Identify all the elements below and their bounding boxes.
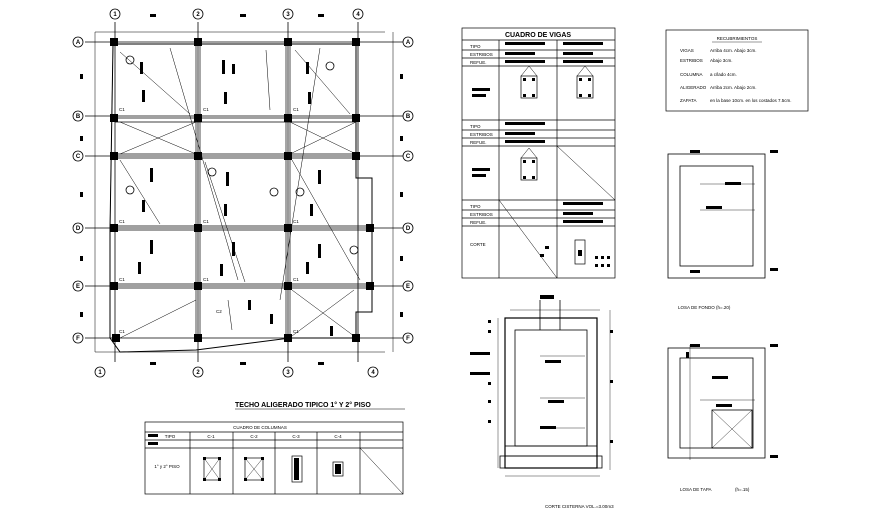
- beam-row-label: TIPO: [470, 124, 481, 129]
- axis-number-2-bottom: 2: [196, 370, 200, 376]
- slab-top-thickness: (h=.15): [735, 487, 750, 492]
- beam-row-label: ESTRIBOS: [470, 212, 493, 217]
- column-tag: C1: [203, 107, 209, 112]
- axis-letter-e-right: E: [406, 284, 410, 290]
- note-label: COLUMNA: [680, 72, 703, 77]
- axis-letter-d-right: D: [406, 226, 411, 232]
- notes-title: RECUBRIMIENTOS: [717, 36, 758, 41]
- axis-labels: 1 2 3 4 1 2 3 4 A B C D E F A B C D E F: [76, 12, 411, 376]
- axis-letter-c: C: [76, 154, 81, 160]
- note-label: ESTRIBOS: [680, 58, 703, 63]
- beam-row-label: CORTE: [470, 242, 486, 247]
- column-tag: C1: [293, 329, 299, 334]
- axis-number-1-bottom: 1: [98, 370, 102, 376]
- axis-letter-a-right: A: [406, 40, 411, 46]
- notes-box: [665, 29, 809, 112]
- columns-schedule: [144, 421, 404, 495]
- cistern-rebar: [470, 295, 613, 443]
- cistern-section: [497, 300, 611, 477]
- note-value: Arriba 4cm. Abajo 3cm.: [710, 48, 757, 53]
- axis-bubbles: [72, 8, 414, 378]
- column-tag: C1: [293, 107, 299, 112]
- note-value: en la base 10cm. en los costados 7.5cm.: [710, 98, 792, 103]
- axis-number-3-bottom: 3: [286, 370, 290, 376]
- axis-letter-b-right: B: [406, 114, 411, 120]
- column-tag: C1: [119, 329, 125, 334]
- beam-row-label: ESTRIBOS: [470, 52, 493, 57]
- note-value: Arriba 2cm. Abajo 2cm.: [710, 85, 757, 90]
- column-rebar-marks: [148, 434, 341, 481]
- notes-rows: VIGAS Arriba 4cm. Abajo 3cm. ESTRIBOS Ab…: [680, 48, 792, 103]
- beams-row-labels: TIPO ESTRIBOS REFUE. TIPO ESTRIBOS REFUE…: [470, 44, 493, 247]
- columns-schedule-title: CUADRO DE COLUMNAS: [233, 425, 287, 430]
- plan-title: TECHO ALIGERADO TIPICO 1° Y 2° PISO: [235, 401, 371, 409]
- beams-schedule-title: CUADRO DE VIGAS: [505, 32, 571, 39]
- axis-number-1: 1: [113, 12, 117, 18]
- axis-letter-c-right: C: [406, 154, 411, 160]
- beam-row-label: TIPO: [470, 204, 481, 209]
- columns-header-c2: C-2: [250, 434, 258, 439]
- beam-row-label: REFUE.: [470, 140, 487, 145]
- column-tag: C1: [119, 107, 125, 112]
- beams-schedule: [461, 27, 616, 279]
- columns-row-label: 1° y 2° PISO: [154, 464, 180, 469]
- column-tag: C1: [203, 219, 209, 224]
- column-tag: C1: [293, 277, 299, 282]
- column-tag: C1: [119, 277, 125, 282]
- columns-header-c4: C-4: [334, 434, 342, 439]
- axis-letter-f: F: [76, 336, 80, 342]
- slab-bottom-marks: [690, 150, 778, 273]
- slab-top-caption: LOSA DE TAPA: [680, 487, 712, 492]
- axis-letter-f-right: F: [406, 336, 410, 342]
- columns-header-c3: C-3: [292, 434, 300, 439]
- axis-letter-a: A: [76, 40, 81, 46]
- slab-top-plan: [667, 345, 766, 460]
- axis-number-2: 2: [196, 12, 200, 18]
- slab-bottom-plan: [667, 153, 766, 279]
- beam-row-label: REFUE.: [470, 60, 487, 65]
- note-label: VIGAS: [680, 48, 694, 53]
- axis-letter-b: B: [76, 114, 81, 120]
- note-value: Abajo 3cm.: [710, 58, 733, 63]
- beam-row-label: REFUE.: [470, 220, 487, 225]
- axis-number-3: 3: [286, 12, 290, 18]
- note-value: a c/lado 4cm.: [710, 72, 737, 77]
- beam-row-label: ESTRIBOS: [470, 132, 493, 137]
- floor-plan: [80, 14, 405, 365]
- column-tag: C2: [216, 309, 222, 314]
- beam-row-label: TIPO: [470, 44, 481, 49]
- column-tag: C1: [293, 219, 299, 224]
- axis-number-4-bottom: 4: [371, 370, 375, 376]
- slab-top-marks: [686, 344, 778, 458]
- axis-number-4: 4: [356, 12, 360, 18]
- column-tag: C1: [119, 219, 125, 224]
- beam-schedule-fills: [472, 42, 610, 267]
- columns-header-type: TIPO: [165, 434, 176, 439]
- axis-letter-d: D: [76, 226, 81, 232]
- columns-header-c1: C-1: [207, 434, 215, 439]
- cistern-caption: CORTE CISTERNA VOL.=3.00m3: [545, 504, 614, 509]
- column-tag: C1: [203, 277, 209, 282]
- column-tags: C1 C1 C1 C1 C1 C1 C1 C1 C1 C1 C2 C1: [119, 107, 299, 334]
- note-label: ALIGERADO: [680, 85, 707, 90]
- slab-bottom-caption: LOSA DE FONDO (h=.20): [678, 305, 731, 310]
- axis-letter-e: E: [76, 284, 80, 290]
- note-label: ZAPATA: [680, 98, 697, 103]
